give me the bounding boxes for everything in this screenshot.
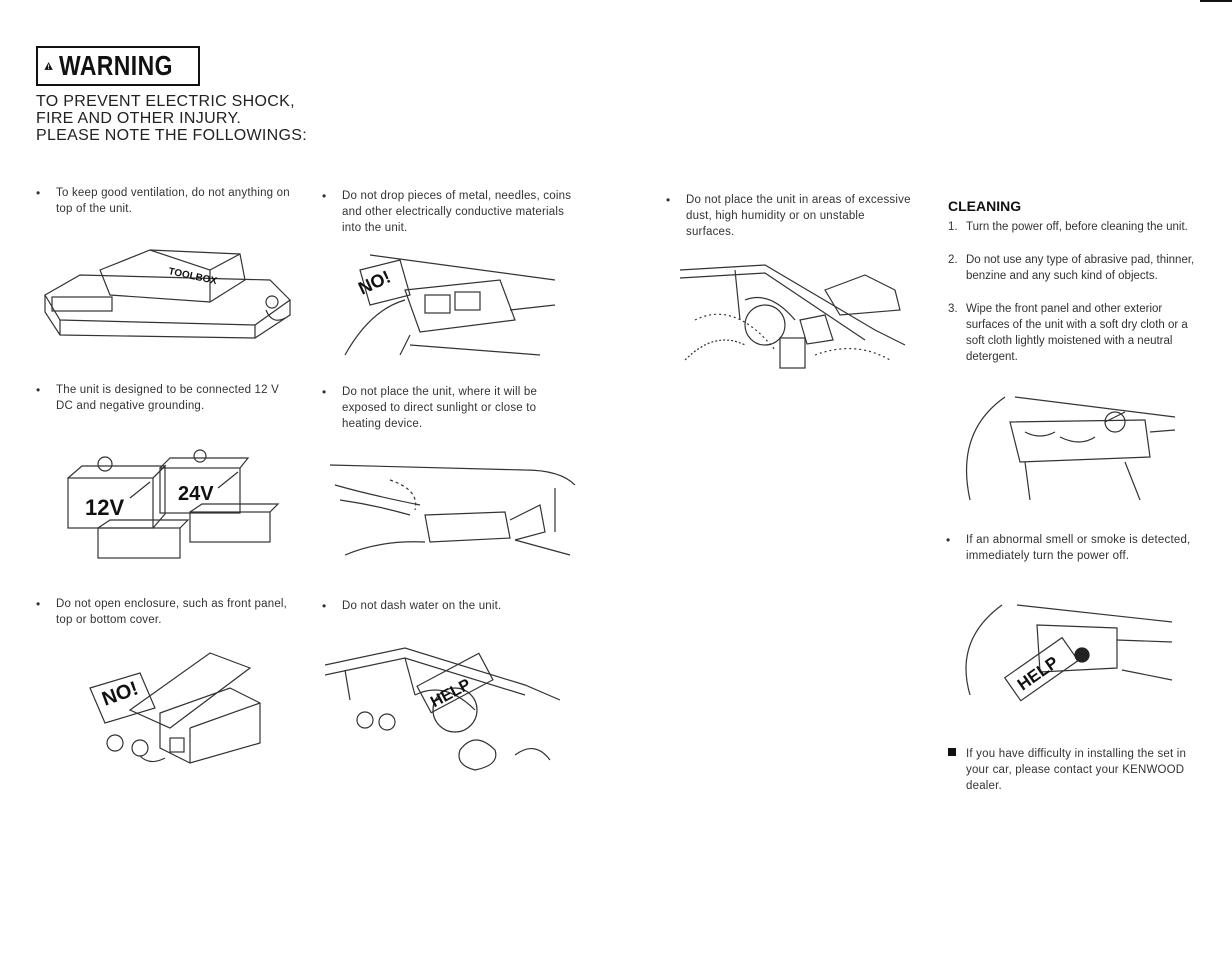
- cleaning-title: CLEANING: [948, 198, 1022, 214]
- dust-humidity-warning: • Do not place the unit in areas of exce…: [666, 193, 911, 238]
- conductive-material-warning: • Do not drop pieces of metal, needles, …: [322, 189, 572, 234]
- enclosure-text: Do not open enclosure, such as front pan…: [56, 598, 288, 626]
- cleaning-step: 1. Turn the power off, before cleaning t…: [948, 219, 1196, 235]
- dealer-contact-note: If you have difficulty in installing the…: [948, 746, 1196, 794]
- sunlight-text: Do not place the unit, where it will be …: [342, 386, 538, 430]
- dust-humidity-text: Do not place the unit in areas of excess…: [686, 194, 911, 238]
- cleaning-step: 3. Wipe the front panel and other exteri…: [948, 301, 1196, 365]
- smoke-help-illustration: HELP: [965, 604, 1173, 702]
- battery-voltage-illustration: 12V 24V: [67, 449, 280, 559]
- toolbox-on-unit-illustration: TOOLBOX: [44, 249, 291, 339]
- warning-badge: WARNING: [36, 46, 200, 86]
- square-bullet-icon: [948, 748, 956, 756]
- warning-heading: TO PREVENT ELECTRIC SHOCK, FIRE AND OTHE…: [36, 93, 336, 144]
- heading-line: FIRE AND OTHER INJURY.: [36, 110, 242, 127]
- enclosure-warning: • Do not open enclosure, such as front p…: [36, 597, 288, 626]
- dropping-coins-illustration: NO!: [344, 254, 556, 356]
- step-number: 1.: [948, 221, 958, 233]
- grounding-text: The unit is designed to be connected 12 …: [56, 384, 280, 412]
- battery-24v-label: 24V: [178, 483, 214, 505]
- dealer-contact-text: If you have difficulty in installing the…: [966, 748, 1187, 792]
- ventilation-warning: • To keep good ventilation, do not anyth…: [36, 186, 290, 215]
- no-label-enclosure: NO!: [99, 677, 141, 710]
- ventilation-text: To keep good ventilation, do not anythin…: [56, 187, 290, 215]
- heading-line: TO PREVENT ELECTRIC SHOCK,: [36, 93, 295, 110]
- grounding-warning: • The unit is designed to be connected 1…: [36, 383, 280, 412]
- water-text: Do not dash water on the unit.: [342, 600, 502, 612]
- sunlight-heating-illustration: [330, 464, 576, 556]
- water-warning: • Do not dash water on the unit.: [322, 599, 502, 613]
- warning-label: WARNING: [59, 50, 174, 81]
- warning-triangle-icon: [44, 62, 53, 70]
- help-label-water: HELP: [428, 676, 474, 711]
- step-text: Do not use any type of abrasive pad, thi…: [966, 254, 1195, 282]
- dusty-car-illustration: [679, 264, 906, 369]
- water-dash-illustration: HELP: [325, 647, 561, 771]
- conductive-material-text: Do not drop pieces of metal, needles, co…: [342, 190, 572, 234]
- battery-12v-label: 12V: [85, 495, 124, 520]
- cleaning-step: 2. Do not use any type of abrasive pad, …: [948, 252, 1196, 284]
- smoke-warning: • If an abnormal smell or smoke is detec…: [946, 533, 1191, 562]
- cleaning-panel-illustration: [965, 396, 1176, 501]
- step-text: Turn the power off, before cleaning the …: [966, 221, 1188, 233]
- page-edge-mark: [1200, 0, 1232, 2]
- step-text: Wipe the front panel and other exterior …: [966, 303, 1188, 363]
- smoke-text: If an abnormal smell or smoke is detecte…: [966, 534, 1191, 562]
- step-number: 2.: [948, 254, 958, 266]
- step-number: 3.: [948, 303, 958, 315]
- heading-line: PLEASE NOTE THE FOLLOWINGS:: [36, 127, 307, 144]
- open-enclosure-illustration: NO!: [89, 652, 261, 764]
- sunlight-warning: • Do not place the unit, where it will b…: [322, 385, 538, 430]
